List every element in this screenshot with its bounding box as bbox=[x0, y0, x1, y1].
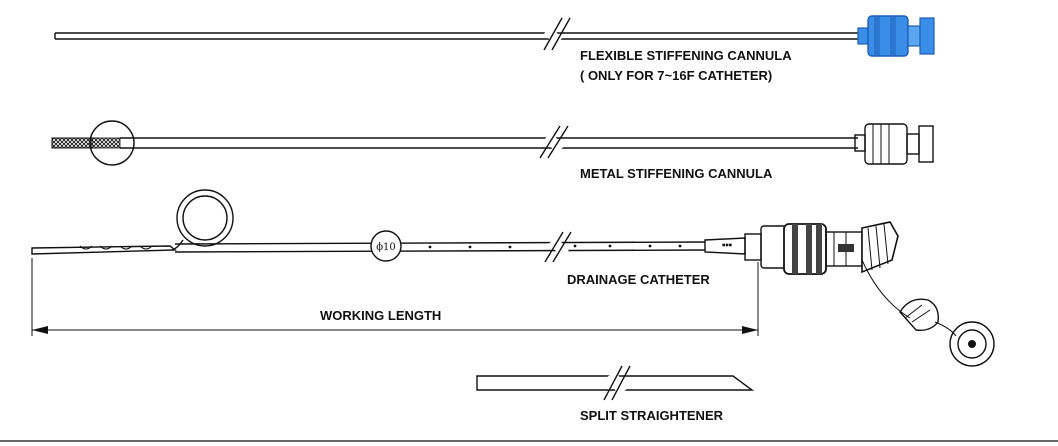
label-working-length: WORKING LENGTH bbox=[320, 308, 441, 323]
label-metal-cannula: METAL STIFFENING CANNULA bbox=[580, 166, 773, 181]
hub-cap bbox=[861, 259, 995, 367]
label-split-straightener: SPLIT STRAIGHTENER bbox=[580, 408, 724, 423]
detail-circle bbox=[89, 120, 135, 166]
label-flexible-cannula-note: ( ONLY FOR 7~16F CATHETER) bbox=[580, 68, 772, 83]
shaft-markings bbox=[428, 244, 682, 249]
blue-luer-hub bbox=[857, 15, 935, 57]
break-mark bbox=[603, 365, 631, 401]
working-length-dimension: WORKING LENGTH bbox=[31, 258, 759, 336]
metal-luer-hub bbox=[854, 123, 934, 165]
break-mark bbox=[544, 231, 572, 263]
break-mark bbox=[539, 125, 569, 159]
pigtail-loop bbox=[171, 189, 234, 251]
label-flexible-cannula: FLEXIBLE STIFFENING CANNULA bbox=[580, 48, 792, 63]
split-straightener: SPLIT STRAIGHTENER bbox=[476, 365, 755, 423]
size-marker-text: ϕ10 bbox=[376, 242, 396, 253]
catheter-hub bbox=[744, 221, 899, 275]
break-mark bbox=[543, 17, 571, 51]
trocar-tip bbox=[51, 137, 99, 149]
svg-text:◼◼◼: ◼◼◼ bbox=[722, 242, 732, 247]
drainage-catheter: ϕ10 ◼◼◼ bbox=[31, 189, 995, 367]
flexible-stiffening-cannula: FLEXIBLE STIFFENING CANNULA ( ONLY FOR 7… bbox=[54, 15, 935, 83]
size-marker: ϕ10 bbox=[370, 230, 402, 262]
label-drainage-catheter: DRAINAGE CATHETER bbox=[567, 272, 710, 287]
metal-stiffening-cannula: METAL STIFFENING CANNULA bbox=[51, 120, 934, 181]
